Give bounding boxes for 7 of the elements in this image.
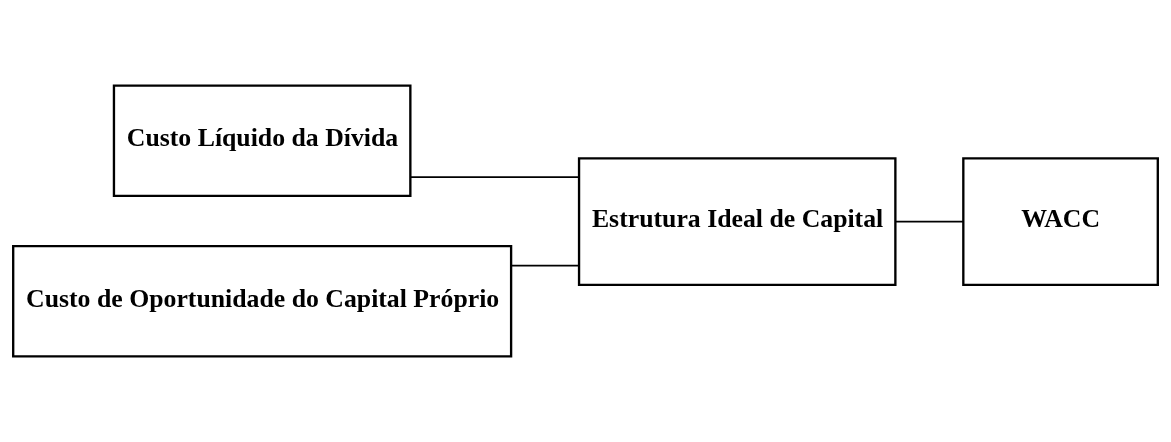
- node-box: Estrutura Ideal de Capital: [577, 157, 897, 287]
- node-box: Custo Líquido da Dívida: [112, 84, 412, 197]
- node-box: WACC: [962, 157, 1159, 287]
- connector: [510, 264, 580, 267]
- node-box: Custo de Oportunidade do Capital Próprio: [12, 245, 513, 358]
- connector: [894, 220, 964, 223]
- connector: [409, 176, 580, 178]
